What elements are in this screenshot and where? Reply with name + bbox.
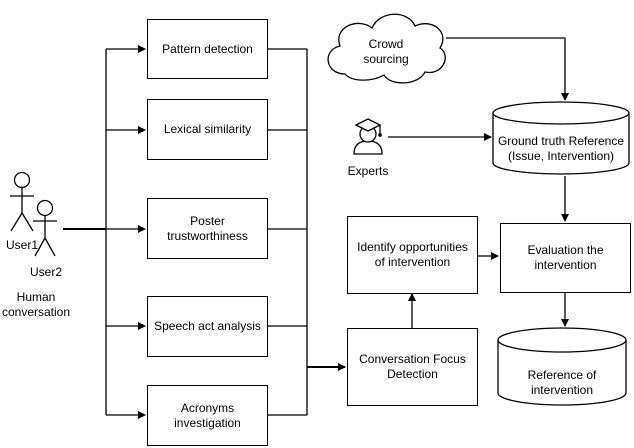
reference-database <box>497 327 627 406</box>
expert-icon <box>353 118 383 155</box>
lexical-similarity-box: Lexical similarity <box>147 99 268 160</box>
connectors <box>63 37 569 419</box>
ground-truth-label: Ground truth Reference (Issue, Intervent… <box>497 134 625 163</box>
pattern-detection-box: Pattern detection <box>147 19 268 79</box>
user1-label: User1 <box>5 238 38 252</box>
user1-actor-icon <box>10 171 34 232</box>
ground-truth-database <box>492 101 630 175</box>
conversation-focus-detection-box: Conversation Focus Detection <box>347 328 478 406</box>
acronyms-investigation-box: Acronyms investigation <box>147 385 268 446</box>
poster-trustworthiness-box: Poster trustworthiness <box>147 198 268 259</box>
identify-opportunities-box: Identify opportunities of intervention <box>347 216 478 294</box>
crowd-sourcing-cloud <box>327 13 446 84</box>
crowd-sourcing-label: Crowd sourcing <box>363 37 409 66</box>
speech-act-analysis-box: Speech act analysis <box>147 296 268 357</box>
user2-actor-icon <box>33 199 57 257</box>
reference-label: Reference of intervention <box>527 368 597 397</box>
user2-label: User2 <box>29 265 62 279</box>
human-conversation-label: Human conversation <box>1 290 71 319</box>
evaluation-box: Evaluation the intervention <box>500 223 631 293</box>
experts-label: Experts <box>347 164 389 178</box>
